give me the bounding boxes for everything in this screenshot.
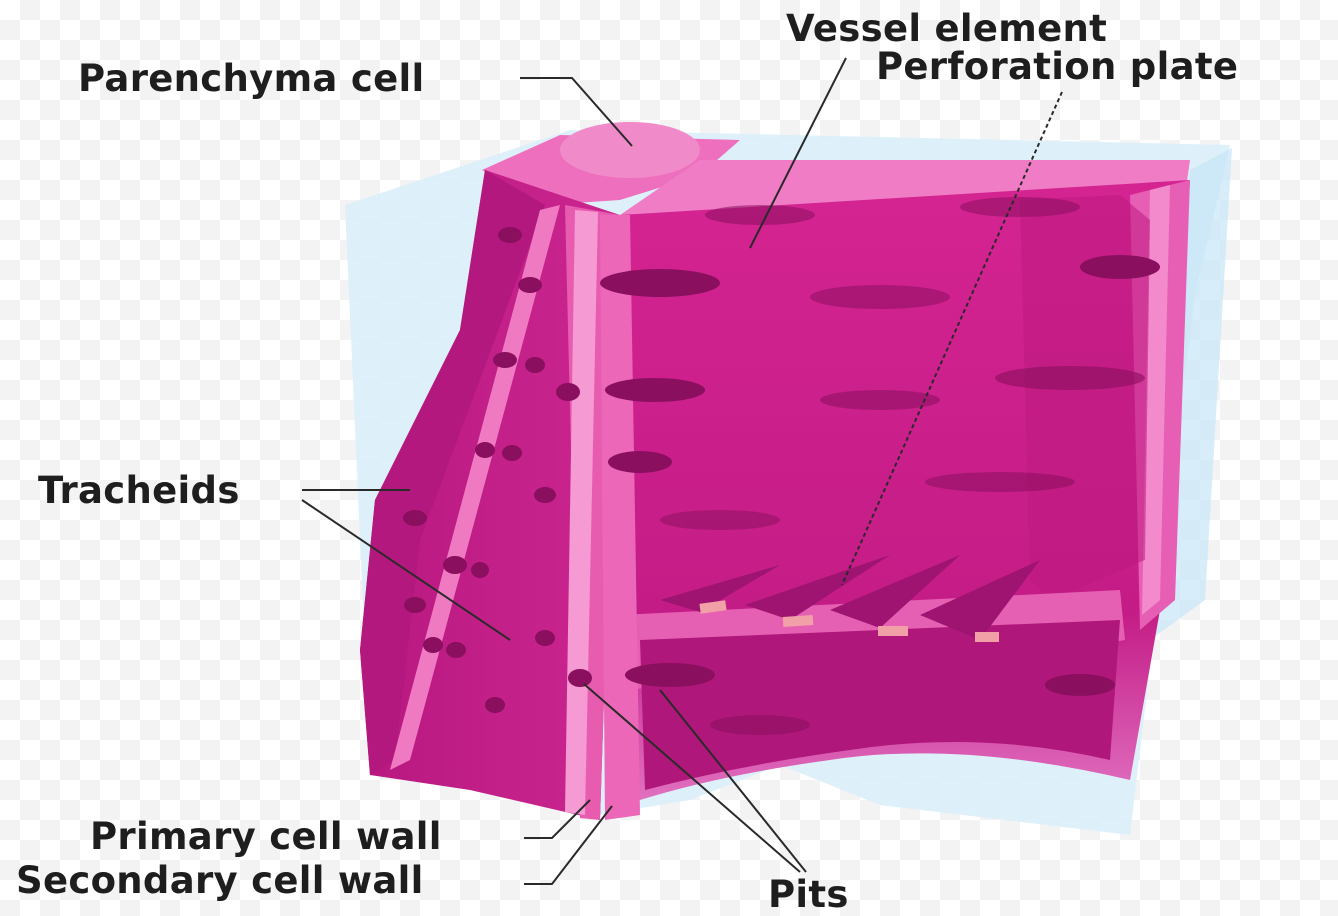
label-vessel-element: Vessel element [786, 10, 1107, 47]
label-secondary-cell-wall: Secondary cell wall [16, 862, 424, 899]
label-pits: Pits [768, 876, 849, 913]
label-perforation-plate: Perforation plate [876, 48, 1238, 85]
label-parenchyma-cell: Parenchyma cell [78, 60, 424, 97]
label-primary-cell-wall: Primary cell wall [90, 818, 442, 855]
label-tracheids: Tracheids [38, 472, 240, 509]
